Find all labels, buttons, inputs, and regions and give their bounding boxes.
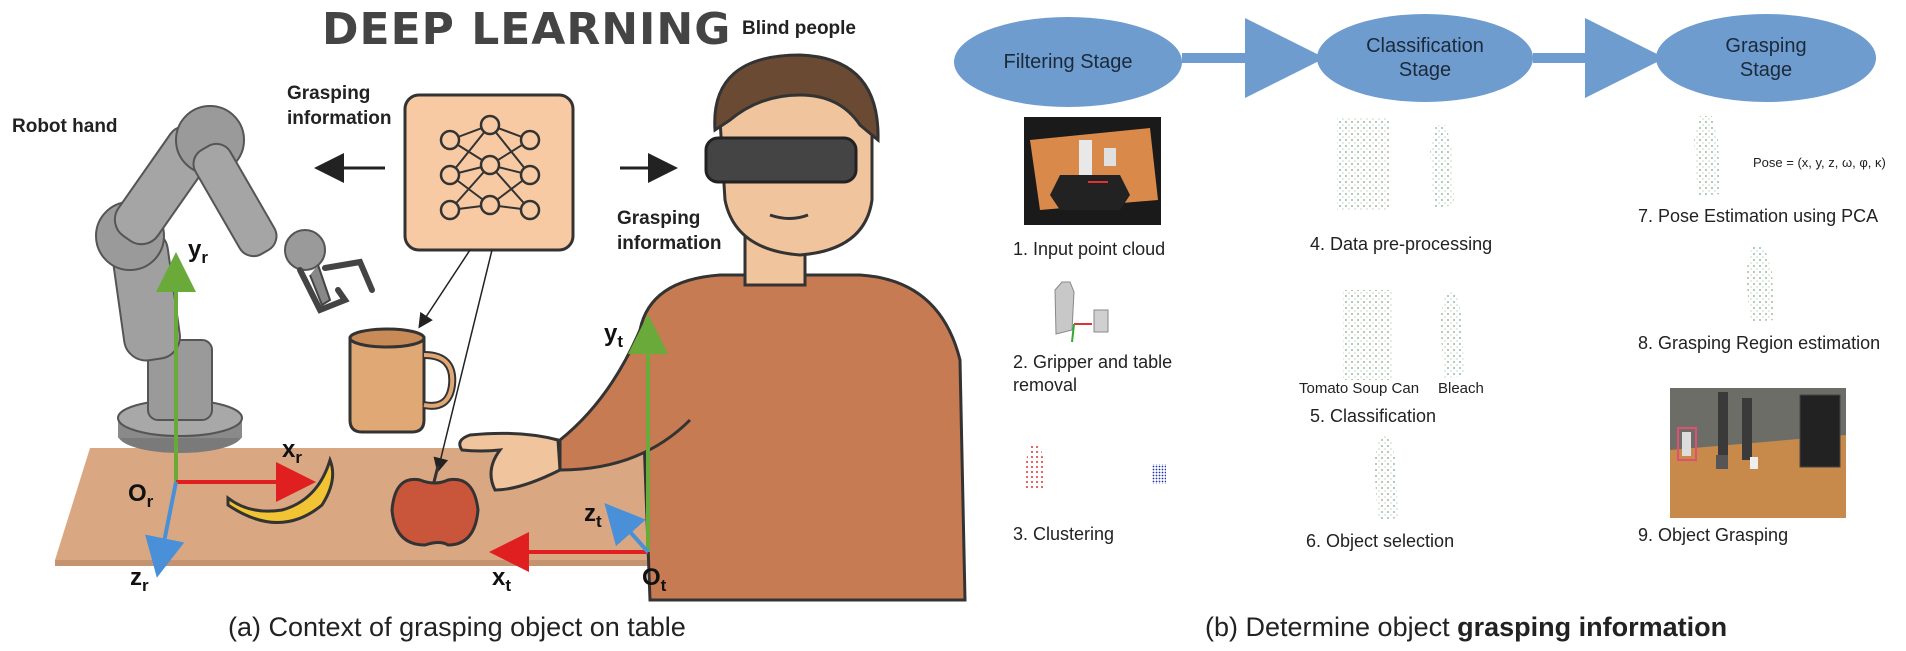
robot-origin-label: Or — [128, 480, 154, 511]
step-2-label-line2: removal — [1013, 375, 1078, 395]
stage-ellipse-filtering — [954, 17, 1182, 107]
object-grasping-photo — [1670, 388, 1846, 518]
stage-label-filtering: Filtering Stage — [1003, 51, 1133, 73]
clustering-red-cluster — [1025, 445, 1046, 490]
caption-b: (b) Determine object grasping informatio… — [1205, 612, 1728, 642]
person-y-label: yt — [604, 320, 624, 351]
step-2-label-line1: 2. Gripper and table — [1013, 352, 1173, 372]
selected-object-cloud — [1374, 436, 1398, 520]
class-label-bleach: Bleach — [1438, 380, 1484, 397]
apple-illustration — [390, 465, 480, 547]
preprocess-can-cloud — [1337, 118, 1389, 210]
step-8-label: 8. Grasping Region estimation — [1638, 333, 1881, 353]
class-can-cloud — [1343, 290, 1393, 380]
preprocess-bleach-cloud — [1430, 125, 1454, 208]
caption-a: (a) Context of grasping object on table — [228, 612, 686, 642]
class-bleach-cloud — [1440, 292, 1464, 378]
grasping-info-left-line2: information — [287, 108, 392, 129]
step-7-label: 7. Pose Estimation using PCA — [1638, 206, 1879, 226]
step-1-label: 1. Input point cloud — [1013, 239, 1166, 259]
robot-z-label: zr — [130, 564, 149, 595]
stage-ellipse-classification — [1317, 14, 1533, 102]
robot-hand-label: Robot hand — [12, 116, 118, 137]
banana-illustration — [226, 455, 335, 524]
blind-people-label: Blind people — [742, 18, 856, 39]
robot-x-label: xr — [282, 436, 302, 467]
deep-learning-title: DEEP LEARNING — [322, 4, 732, 55]
step-5-label: 5. Classification — [1310, 406, 1437, 426]
class-label-tomato: Tomato Soup Can — [1299, 380, 1420, 397]
person-z-axis — [604, 503, 650, 554]
step-3-label: 3. Clustering — [1013, 524, 1115, 544]
robot-arm-illustration — [95, 105, 375, 453]
arrow-to-mug — [418, 249, 471, 329]
clustering-blue-cluster — [1152, 464, 1166, 484]
blind-person-illustration — [458, 53, 967, 602]
step-4-label: 4. Data pre-processing — [1310, 234, 1493, 254]
person-x-label: xt — [492, 564, 512, 595]
input-point-cloud-thumbnail — [1024, 117, 1161, 225]
step-6-label: 6. Object selection — [1306, 531, 1455, 551]
mug-illustration — [348, 327, 457, 434]
arrow-to-apple — [433, 249, 493, 473]
stage-ellipse-grasping — [1656, 14, 1876, 102]
grasping-info-right-line2: information — [617, 233, 722, 254]
pose-estimation-cloud — [1694, 116, 1720, 196]
person-origin-label: Ot — [642, 564, 667, 595]
grasping-info-left-line1: Grasping — [287, 83, 371, 104]
table-edge — [55, 560, 800, 566]
person-z-label: zt — [584, 500, 602, 531]
grasp-region-cloud — [1746, 246, 1774, 322]
robot-z-axis — [145, 481, 185, 578]
neural-network-icon — [403, 93, 575, 252]
step-9-label: 9. Object Grasping — [1638, 525, 1789, 545]
robot-y-label: yr — [188, 236, 208, 267]
grasping-info-right-line1: Grasping — [617, 208, 701, 229]
gripper-removal-thumbnail — [1054, 281, 1109, 343]
pose-formula: Pose = (x, y, z, ω, φ, κ) — [1753, 155, 1886, 170]
